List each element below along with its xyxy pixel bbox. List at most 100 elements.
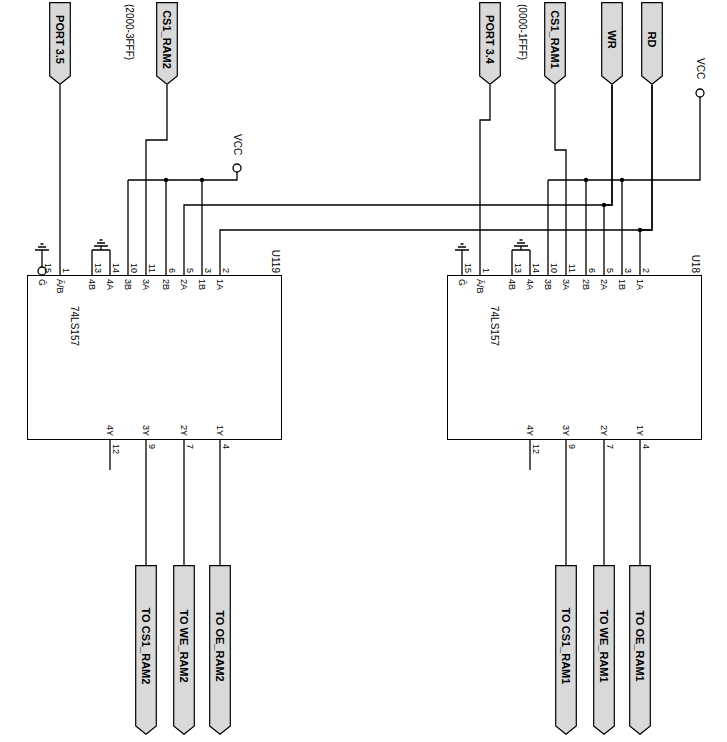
ground-wire bbox=[41, 250, 42, 267]
power-label: VCC bbox=[695, 58, 705, 79]
flag-shape bbox=[602, 3, 623, 85]
signal-name: TO CS1_RAM2 bbox=[140, 608, 153, 685]
pin-name: 1B bbox=[197, 279, 207, 290]
flag-shape bbox=[480, 3, 501, 85]
pin-number: 4 bbox=[641, 444, 651, 460]
pin-number: 11 bbox=[567, 256, 577, 273]
pin-number: 9 bbox=[567, 444, 577, 460]
signal-flag: TO OE_RAM1 bbox=[629, 565, 651, 735]
flag-shape bbox=[545, 3, 566, 85]
signal-name: TO WE_RAM1 bbox=[598, 609, 611, 682]
signal-name: PORT 3.5 bbox=[54, 15, 67, 64]
pin-number: 14 bbox=[531, 256, 541, 273]
vcc-terminal bbox=[696, 89, 704, 97]
signal-name: TO OE_RAM1 bbox=[634, 610, 647, 681]
pin-name: 3Y bbox=[141, 408, 151, 436]
output-pin-wire bbox=[109, 440, 110, 470]
pin-name: 1Y bbox=[215, 408, 225, 436]
pin-number: 6 bbox=[167, 256, 177, 273]
signal-flag: TO WE_RAM1 bbox=[593, 565, 615, 735]
signal-flag: CS1_RAM1 bbox=[544, 2, 566, 85]
pin-number: 7 bbox=[185, 444, 195, 460]
wire bbox=[219, 440, 220, 565]
junction-dot bbox=[200, 178, 204, 182]
reference-designator: U18 bbox=[689, 244, 701, 273]
pin-name: 2B bbox=[161, 279, 171, 290]
pin-name: 4B bbox=[87, 279, 97, 290]
pin-name: 1A bbox=[215, 279, 225, 290]
pin-number: 15 bbox=[43, 256, 53, 273]
signal-flag: CS1_RAM2 bbox=[156, 2, 178, 85]
pin-name: 3A bbox=[561, 279, 571, 290]
flag-shape bbox=[136, 566, 157, 735]
pin-name: 4A bbox=[105, 279, 115, 290]
pin-number: 2 bbox=[221, 256, 231, 273]
address-range: (2000-3FFF) bbox=[124, 4, 134, 60]
pin-number: 12 bbox=[531, 444, 541, 460]
part-number: 74LS157 bbox=[488, 306, 500, 346]
wire bbox=[220, 85, 652, 275]
ground-symbol bbox=[514, 240, 528, 246]
wire bbox=[565, 440, 566, 565]
wire bbox=[640, 85, 652, 275]
pin-number: 5 bbox=[185, 256, 195, 273]
wire bbox=[604, 85, 612, 275]
output-pin-wire bbox=[529, 440, 530, 470]
ic-chip: U11974LS157 bbox=[27, 275, 282, 440]
wire bbox=[145, 440, 146, 565]
pin-name: 3Y bbox=[561, 408, 571, 436]
pin-name: 1B bbox=[617, 279, 627, 290]
wire bbox=[480, 85, 490, 275]
signal-name: CS1_RAM1 bbox=[549, 10, 562, 69]
pin-name: 1Y bbox=[635, 408, 645, 436]
wire bbox=[146, 85, 167, 275]
pin-name: 3B bbox=[123, 279, 133, 290]
pin-name: Ḡ bbox=[37, 279, 47, 286]
signal-name: RD bbox=[646, 32, 659, 48]
ground-symbol bbox=[35, 244, 49, 250]
pin-number: 10 bbox=[549, 256, 559, 273]
pin-number: 1 bbox=[481, 256, 491, 273]
flag-shape bbox=[210, 566, 231, 735]
wire bbox=[184, 85, 612, 275]
power-label: VCC bbox=[232, 134, 242, 155]
flag-shape bbox=[50, 3, 71, 85]
pin-number: 3 bbox=[203, 256, 213, 273]
pin-number: 3 bbox=[623, 256, 633, 273]
signal-flag: TO WE_RAM2 bbox=[173, 565, 195, 735]
pin-name: 2Y bbox=[599, 408, 609, 436]
signal-name: PORT 3.4 bbox=[484, 15, 497, 64]
ground-wire bbox=[512, 246, 530, 275]
pin-number: 13 bbox=[93, 256, 103, 273]
ic-chip: U1874LS157 bbox=[447, 275, 702, 440]
wire bbox=[639, 440, 640, 565]
pin-name: 2A bbox=[599, 279, 609, 290]
vcc-wire bbox=[548, 97, 700, 275]
pin-number: 7 bbox=[605, 444, 615, 460]
reference-designator: U119 bbox=[269, 244, 281, 273]
flag-shape bbox=[157, 3, 178, 85]
pin-number: 15 bbox=[463, 256, 473, 273]
wire bbox=[555, 85, 566, 275]
pin-name: 3B bbox=[543, 279, 553, 290]
pin-name: Ā/B bbox=[55, 279, 65, 294]
signal-flag: PORT 3.4 bbox=[479, 2, 501, 85]
signal-name: CS1_RAM2 bbox=[161, 10, 174, 69]
signal-name: TO OE_RAM2 bbox=[214, 610, 227, 681]
flag-shape bbox=[556, 566, 577, 735]
pin-number: 9 bbox=[147, 444, 157, 460]
pin-number: 2 bbox=[641, 256, 651, 273]
signal-flag: TO CS1_RAM1 bbox=[555, 565, 577, 735]
signal-name: TO CS1_RAM1 bbox=[560, 608, 573, 685]
signal-flag: WR bbox=[601, 2, 623, 85]
signal-flag: RD bbox=[641, 2, 663, 85]
pin-name: 2A bbox=[179, 279, 189, 290]
address-range: (0000-1FFF) bbox=[517, 4, 527, 60]
signal-flag: PORT 3.5 bbox=[49, 2, 71, 85]
junction-dot bbox=[620, 178, 624, 182]
pin-number: 6 bbox=[587, 256, 597, 273]
wire bbox=[183, 440, 184, 565]
pin-name: 2B bbox=[581, 279, 591, 290]
junction-dot bbox=[584, 178, 588, 182]
